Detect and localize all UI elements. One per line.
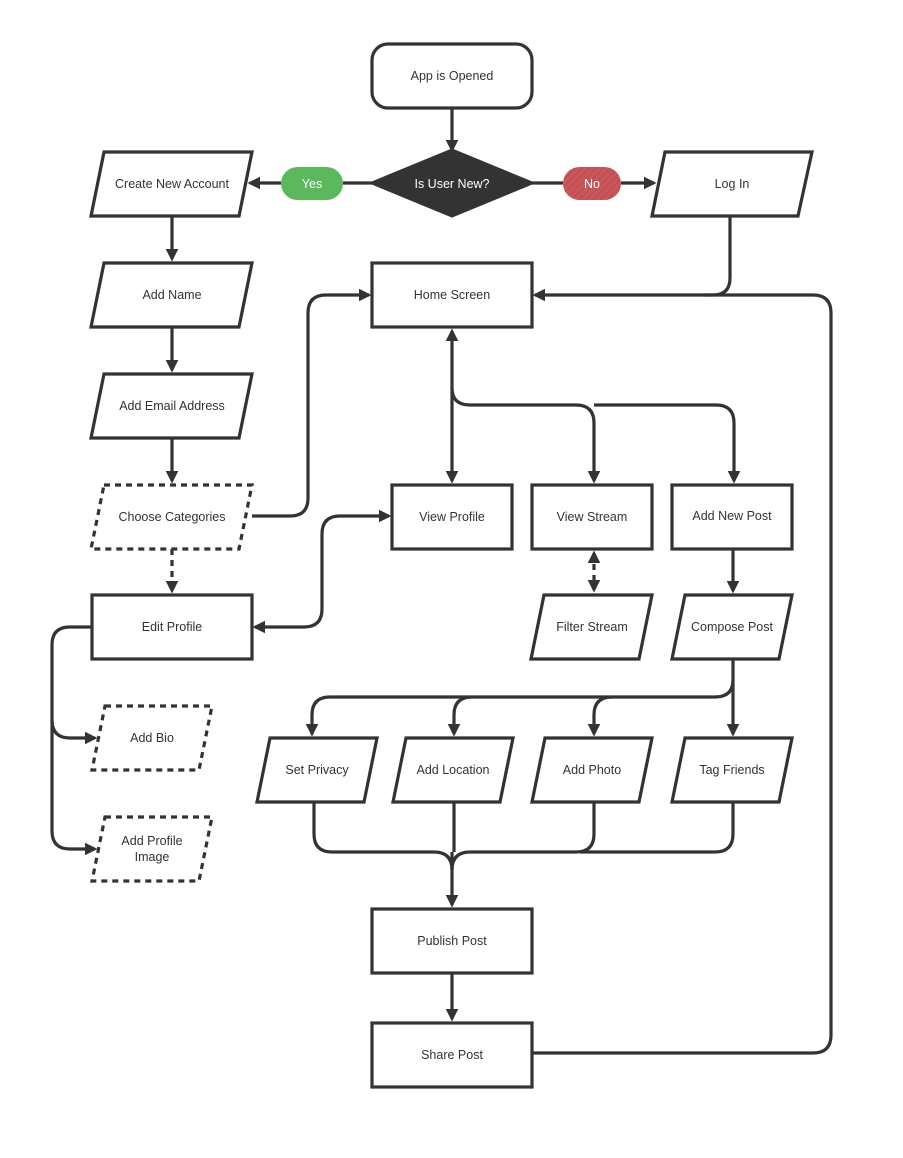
node-add-email: Add Email Address xyxy=(89,372,254,440)
node-add-new-post-label: Add New Post xyxy=(692,509,772,523)
node-add-photo: Add Photo xyxy=(530,736,654,804)
node-add-name-label: Add Name xyxy=(142,288,201,302)
node-share-post: Share Post xyxy=(370,1021,534,1089)
connector-view-profile-edit-profile xyxy=(252,509,392,634)
connector-login-to-home xyxy=(532,216,732,302)
node-add-location-label: Add Location xyxy=(417,763,490,777)
node-create-account: Create New Account xyxy=(89,150,254,218)
node-is-user-new-label: Is User New? xyxy=(414,177,489,191)
node-edit-profile: Edit Profile xyxy=(90,593,254,661)
yes-badge-label: Yes xyxy=(302,177,322,191)
node-add-profile-image-label-line1: Add Profile xyxy=(121,834,182,848)
connector-set-privacy-to-publish xyxy=(312,802,454,871)
node-app-opened: App is Opened xyxy=(370,42,534,110)
node-view-profile-label: View Profile xyxy=(419,510,485,524)
connector-categories-to-home xyxy=(252,288,372,518)
connector-compose-to-add-location xyxy=(447,695,473,737)
yes-badge: Yes xyxy=(281,167,343,200)
node-compose-post-label: Compose Post xyxy=(691,620,774,634)
node-add-profile-image-label-line2: Image xyxy=(135,850,170,864)
node-create-account-label: Create New Account xyxy=(115,177,229,191)
node-choose-categories: Choose Categories xyxy=(89,483,254,551)
no-badge-label: No xyxy=(584,177,600,191)
connector-home-to-view-stream xyxy=(450,387,601,484)
connector-home-to-add-post xyxy=(594,403,741,484)
node-compose-post: Compose Post xyxy=(670,593,794,661)
node-add-location: Add Location xyxy=(391,736,515,804)
node-add-new-post: Add New Post xyxy=(670,483,794,551)
node-edit-profile-label: Edit Profile xyxy=(142,620,202,634)
node-app-opened-label: App is Opened xyxy=(411,69,494,83)
node-choose-categories-label: Choose Categories xyxy=(118,510,225,524)
node-home-screen-label: Home Screen xyxy=(414,288,490,302)
connector-tag-friends-to-publish xyxy=(580,802,735,854)
node-add-email-label: Add Email Address xyxy=(119,399,225,413)
node-set-privacy-label: Set Privacy xyxy=(285,763,349,777)
node-add-name: Add Name xyxy=(89,261,254,329)
node-set-privacy: Set Privacy xyxy=(255,736,379,804)
connector-edit-to-image xyxy=(50,720,98,856)
node-add-bio-label: Add Bio xyxy=(130,731,174,745)
nodes: App is Opened Is User New? Yes No Create… xyxy=(89,42,814,1089)
node-log-in: Log In xyxy=(650,150,814,218)
node-is-user-new: Is User New? xyxy=(368,148,536,218)
node-view-profile: View Profile xyxy=(390,483,514,551)
node-tag-friends-label: Tag Friends xyxy=(699,763,764,777)
connector-add-photo-to-publish xyxy=(450,802,596,871)
node-home-screen: Home Screen xyxy=(370,261,534,329)
node-view-stream: View Stream xyxy=(530,483,654,551)
no-badge: No xyxy=(563,167,621,200)
node-tag-friends: Tag Friends xyxy=(670,736,794,804)
node-add-photo-label: Add Photo xyxy=(563,763,621,777)
connector-edit-to-bio xyxy=(50,625,98,745)
node-filter-stream-label: Filter Stream xyxy=(556,620,628,634)
connectors xyxy=(50,108,833,1055)
node-publish-post-label: Publish Post xyxy=(417,934,487,948)
connector-share-to-home xyxy=(532,293,833,1055)
node-share-post-label: Share Post xyxy=(421,1048,483,1062)
connector-compose-to-add-photo xyxy=(587,695,613,737)
connector-compose-to-set-privacy xyxy=(305,659,735,737)
node-add-bio: Add Bio xyxy=(90,704,214,772)
node-filter-stream: Filter Stream xyxy=(529,593,654,661)
node-publish-post: Publish Post xyxy=(370,907,534,975)
node-log-in-label: Log In xyxy=(715,177,750,191)
node-add-profile-image: Add Profile Image xyxy=(90,815,214,883)
node-view-stream-label: View Stream xyxy=(557,510,628,524)
